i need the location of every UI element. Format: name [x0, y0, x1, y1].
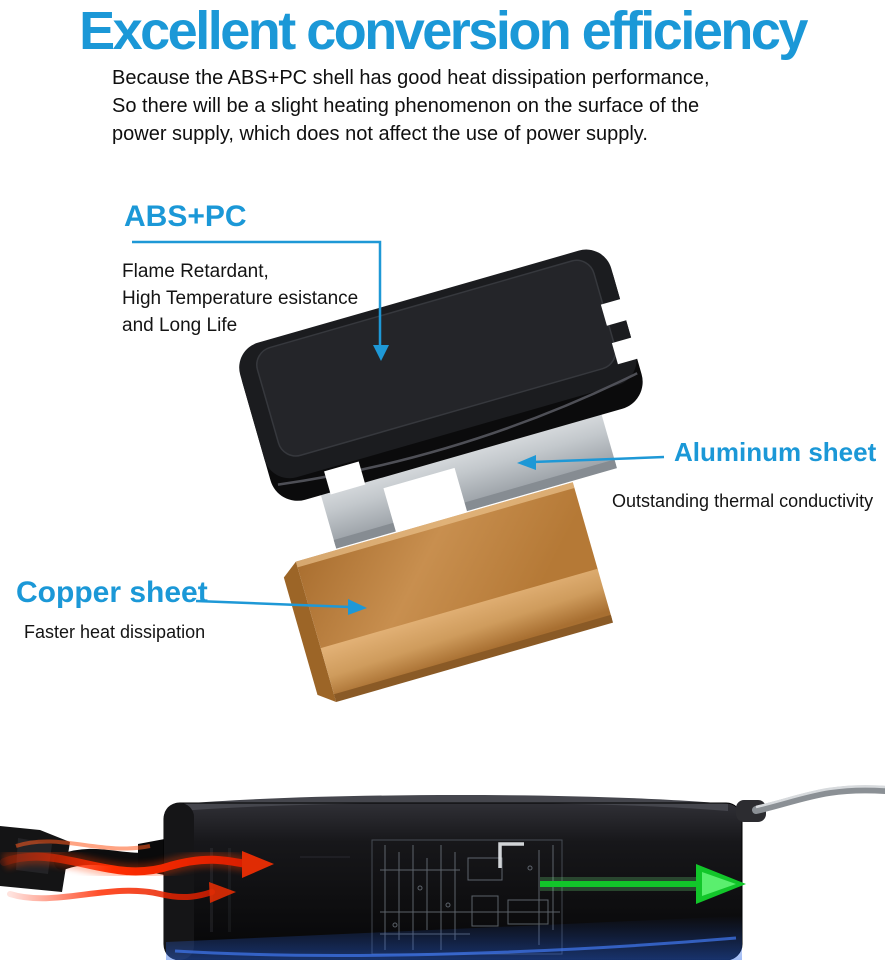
aluminum-callout-line — [517, 455, 665, 470]
copper-sheet-illustration — [283, 482, 614, 702]
abs-pc-desc-line-2: High Temperature esistance — [122, 288, 359, 309]
output-cable — [736, 785, 885, 822]
adapter-body — [163, 795, 743, 960]
copper-description: Faster heat dissipation — [24, 622, 206, 642]
arrow-right-icon — [348, 599, 367, 615]
power-adapter-photo — [0, 785, 885, 960]
abs-pc-description: Flame Retardant, High Temperature esista… — [122, 258, 358, 339]
abs-pc-desc-line-1: Flame Retardant, — [122, 261, 269, 282]
shell-notch — [324, 461, 366, 495]
aluminum-description: Outstanding thermal conductivity — [612, 491, 874, 511]
intro-line-3: power supply, which does not affect the … — [112, 123, 648, 145]
copper-callout-line — [195, 599, 367, 615]
shell-notch — [611, 335, 643, 365]
intro-text: Because the ABS+PC shell has good heat d… — [112, 64, 710, 148]
copper-heading: Copper sheet — [16, 576, 208, 609]
intro-line-1: Because the ABS+PC shell has good heat d… — [112, 67, 710, 89]
circuit-highlight — [498, 842, 524, 868]
page-title: Excellent conversion efficiency — [79, 1, 808, 61]
abs-pc-heading: ABS+PC — [124, 200, 247, 233]
abs-shell-illustration — [239, 249, 643, 501]
abs-pc-desc-line-3: and Long Life — [122, 315, 238, 336]
heat-in-arrows — [0, 839, 274, 903]
abs-pc-callout-line — [132, 240, 389, 361]
arrow-left-icon — [517, 455, 536, 470]
aluminum-heading: Aluminum sheet — [674, 437, 877, 467]
intro-line-2: So there will be a slight heating phenom… — [112, 95, 700, 117]
arrow-down-icon — [373, 345, 389, 361]
blue-reflection — [166, 916, 742, 960]
shell-notch — [600, 297, 632, 326]
heat-out-arrow — [540, 864, 746, 904]
